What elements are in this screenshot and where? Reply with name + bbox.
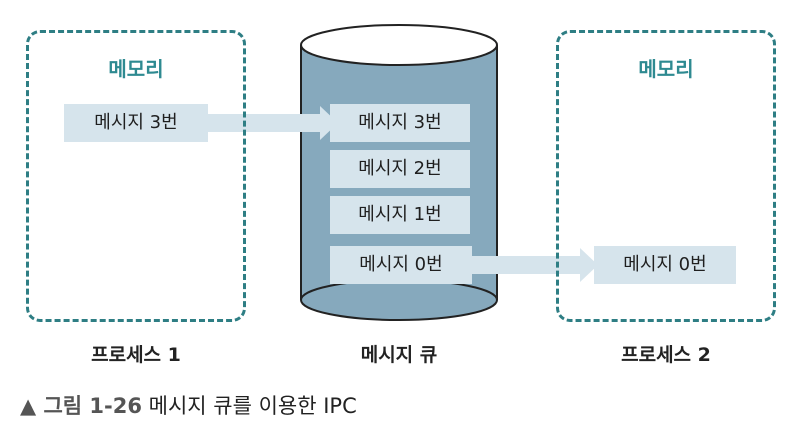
- figure-title: 메시지 큐를 이용한 IPC: [148, 394, 357, 418]
- enqueue-arrow: [208, 106, 338, 140]
- queue-message-3: 메시지 0번: [330, 246, 472, 284]
- figure-number: ▲ 그림 1-26: [20, 394, 142, 418]
- process1-label: 프로세스 1: [91, 344, 181, 366]
- process2-memory-box: 메모리: [556, 30, 776, 322]
- figure-caption: ▲ 그림 1-26 메시지 큐를 이용한 IPC: [20, 390, 357, 420]
- process2-memory-title: 메모리: [638, 57, 694, 81]
- process2-message: 메시지 0번: [594, 246, 736, 284]
- queue-label: 메시지 큐: [360, 344, 438, 366]
- process2-label: 프로세스 2: [621, 344, 711, 366]
- process1-memory-title: 메모리: [108, 57, 164, 81]
- dequeue-arrow: [472, 248, 598, 282]
- queue-message-0: 메시지 3번: [330, 104, 470, 142]
- queue-cylinder-top: [300, 24, 498, 66]
- queue-cylinder-bottom: [300, 279, 498, 321]
- process1-message: 메시지 3번: [64, 104, 208, 142]
- queue-message-2: 메시지 1번: [330, 196, 470, 234]
- process1-memory-box: 메모리: [26, 30, 246, 322]
- queue-message-1: 메시지 2번: [330, 150, 470, 188]
